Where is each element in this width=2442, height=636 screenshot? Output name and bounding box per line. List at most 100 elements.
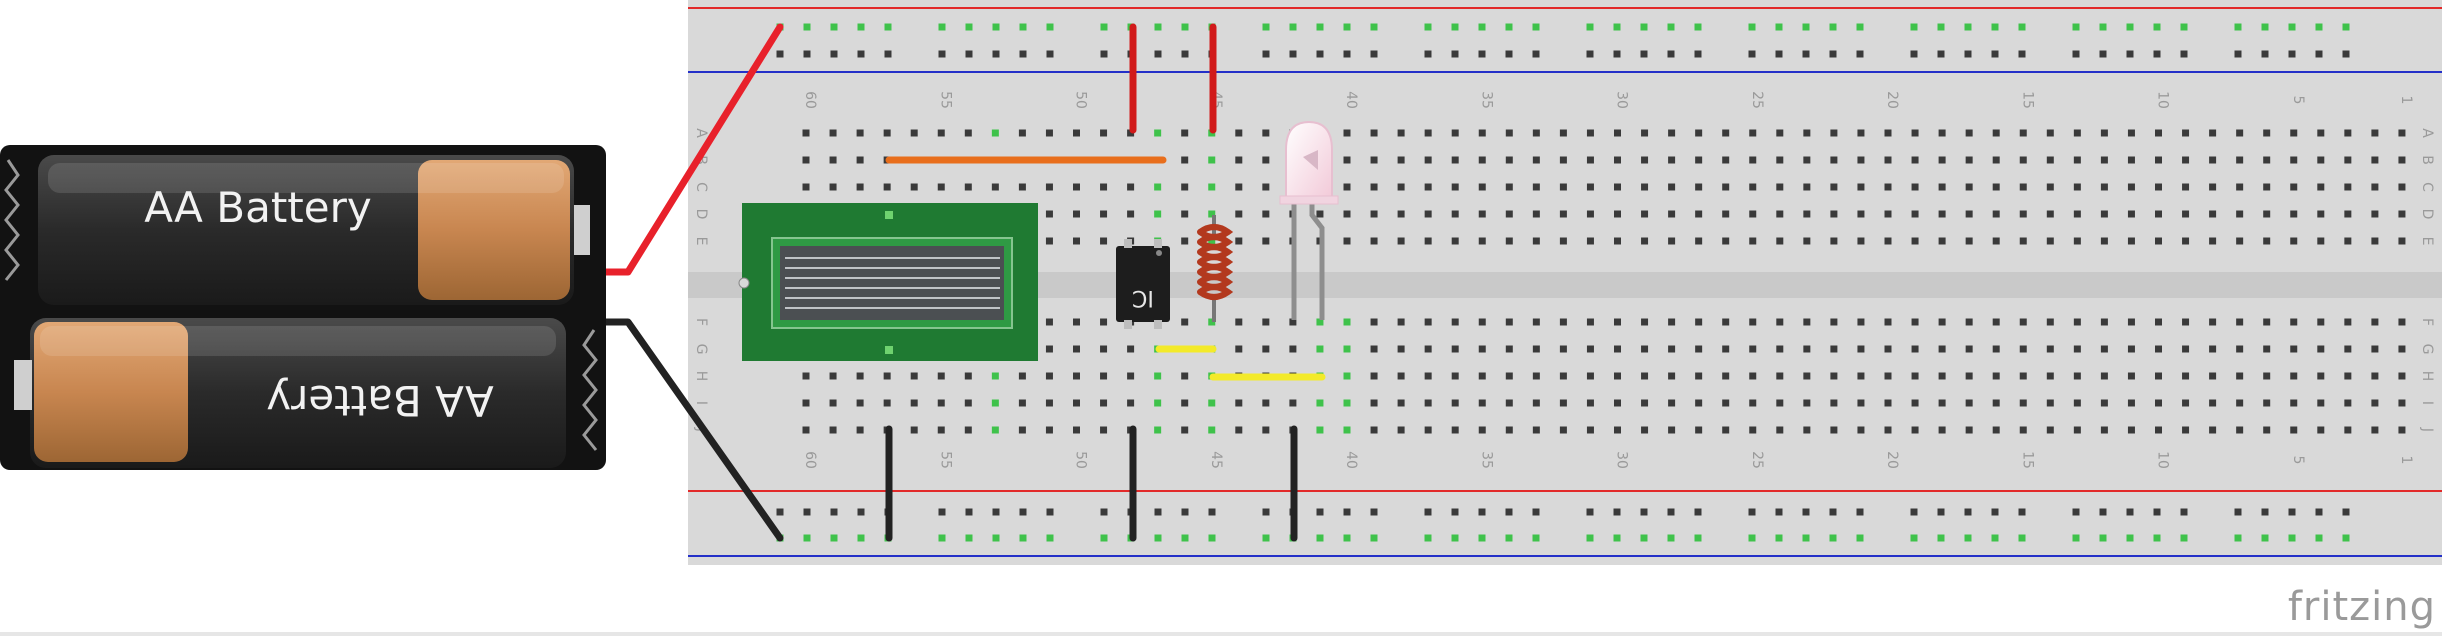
- breadboard-hole[interactable]: [1938, 318, 1946, 326]
- breadboard-hole[interactable]: [1370, 372, 1378, 380]
- breadboard-hole[interactable]: [2209, 210, 2217, 218]
- breadboard-hole[interactable]: [1532, 183, 1540, 191]
- breadboard-hole[interactable]: [2263, 156, 2271, 164]
- breadboard-hole[interactable]: [883, 372, 891, 380]
- breadboard-hole[interactable]: [2371, 426, 2379, 434]
- power-rail-hole[interactable]: [803, 23, 811, 31]
- breadboard-hole[interactable]: [1668, 210, 1676, 218]
- breadboard-hole[interactable]: [1370, 156, 1378, 164]
- inductor-coil[interactable]: [1197, 215, 1234, 322]
- breadboard-hole[interactable]: [1397, 210, 1405, 218]
- breadboard-hole[interactable]: [1722, 426, 1730, 434]
- breadboard-hole[interactable]: [2100, 237, 2108, 245]
- breadboard-hole[interactable]: [1803, 156, 1811, 164]
- breadboard-hole[interactable]: [1532, 426, 1540, 434]
- power-rail-hole[interactable]: [1505, 508, 1513, 516]
- breadboard-hole[interactable]: [1586, 210, 1594, 218]
- breadboard-hole[interactable]: [1614, 129, 1621, 137]
- breadboard-hole[interactable]: [1857, 183, 1865, 191]
- breadboard-hole[interactable]: [2100, 372, 2108, 380]
- breadboard-hole[interactable]: [1911, 372, 1919, 380]
- breadboard-hole[interactable]: [1424, 372, 1432, 380]
- breadboard-hole[interactable]: [2317, 426, 2325, 434]
- breadboard-hole[interactable]: [2046, 237, 2054, 245]
- breadboard-hole[interactable]: [1884, 318, 1892, 326]
- breadboard-hole[interactable]: [1884, 426, 1892, 434]
- breadboard-hole[interactable]: [1154, 372, 1162, 380]
- breadboard-hole[interactable]: [1911, 426, 1919, 434]
- breadboard-hole[interactable]: [2073, 237, 2081, 245]
- breadboard-hole[interactable]: [1127, 183, 1135, 191]
- breadboard-hole[interactable]: [991, 183, 999, 191]
- breadboard-hole[interactable]: [2263, 399, 2271, 407]
- breadboard-hole[interactable]: [2371, 372, 2379, 380]
- power-rail-hole[interactable]: [1802, 50, 1810, 58]
- breadboard-hole[interactable]: [2182, 210, 2190, 218]
- power-rail-hole[interactable]: [1856, 23, 1864, 31]
- breadboard-hole[interactable]: [1127, 210, 1135, 218]
- breadboard-hole[interactable]: [2263, 183, 2271, 191]
- breadboard-hole[interactable]: [1505, 129, 1513, 137]
- breadboard-hole[interactable]: [1559, 129, 1567, 137]
- breadboard-hole[interactable]: [1235, 318, 1243, 326]
- breadboard-hole[interactable]: [1559, 237, 1567, 245]
- breadboard-hole[interactable]: [1884, 156, 1892, 164]
- breadboard-hole[interactable]: [1505, 399, 1513, 407]
- breadboard-hole[interactable]: [829, 399, 837, 407]
- power-rail-hole[interactable]: [1343, 508, 1351, 516]
- power-rail-hole[interactable]: [803, 50, 811, 58]
- power-rail-hole[interactable]: [2099, 23, 2107, 31]
- breadboard-hole[interactable]: [1181, 399, 1189, 407]
- breadboard-hole[interactable]: [2344, 372, 2352, 380]
- breadboard-hole[interactable]: [1965, 129, 1973, 137]
- power-rail-hole[interactable]: [1532, 508, 1540, 516]
- breadboard-hole[interactable]: [1857, 156, 1865, 164]
- power-rail-hole[interactable]: [2072, 50, 2080, 58]
- breadboard-hole[interactable]: [2155, 372, 2162, 380]
- power-rail-hole[interactable]: [857, 23, 865, 31]
- breadboard-hole[interactable]: [1857, 210, 1865, 218]
- breadboard-hole[interactable]: [1073, 345, 1080, 353]
- breadboard-hole[interactable]: [2317, 345, 2325, 353]
- power-rail-hole[interactable]: [830, 50, 838, 58]
- power-rail-hole[interactable]: [2261, 50, 2269, 58]
- power-rail-hole[interactable]: [1424, 50, 1432, 58]
- breadboard-hole[interactable]: [1073, 426, 1080, 434]
- power-rail-hole[interactable]: [1910, 534, 1918, 542]
- breadboard-hole[interactable]: [1695, 372, 1703, 380]
- breadboard-hole[interactable]: [2371, 399, 2379, 407]
- breadboard-hole[interactable]: [1776, 237, 1784, 245]
- breadboard-hole[interactable]: [1614, 156, 1621, 164]
- power-rail-hole[interactable]: [1667, 508, 1675, 516]
- power-rail-hole[interactable]: [1802, 534, 1810, 542]
- breadboard-hole[interactable]: [1018, 399, 1026, 407]
- breadboard-hole[interactable]: [2317, 399, 2325, 407]
- power-rail-hole[interactable]: [2153, 50, 2161, 58]
- breadboard-hole[interactable]: [910, 372, 918, 380]
- breadboard-hole[interactable]: [1505, 237, 1513, 245]
- breadboard-hole[interactable]: [829, 156, 837, 164]
- breadboard-hole[interactable]: [802, 183, 810, 191]
- breadboard-hole[interactable]: [2209, 318, 2217, 326]
- power-rail-hole[interactable]: [1289, 23, 1297, 31]
- breadboard-hole[interactable]: [1100, 237, 1108, 245]
- breadboard-hole[interactable]: [2236, 318, 2244, 326]
- power-rail-hole[interactable]: [2342, 23, 2350, 31]
- power-rail-hole[interactable]: [1316, 50, 1324, 58]
- breadboard-hole[interactable]: [2263, 426, 2271, 434]
- power-rail-hole[interactable]: [1856, 508, 1864, 516]
- breadboard-hole[interactable]: [1073, 129, 1080, 137]
- power-rail-hole[interactable]: [1451, 50, 1459, 58]
- power-rail-hole[interactable]: [1802, 23, 1810, 31]
- breadboard-hole[interactable]: [1424, 318, 1432, 326]
- breadboard-hole[interactable]: [1262, 237, 1270, 245]
- breadboard-hole[interactable]: [1586, 399, 1594, 407]
- breadboard-hole[interactable]: [1749, 129, 1757, 137]
- breadboard-hole[interactable]: [1532, 372, 1540, 380]
- breadboard-hole[interactable]: [2182, 129, 2190, 137]
- power-rail-hole[interactable]: [1343, 23, 1351, 31]
- breadboard-hole[interactable]: [2046, 183, 2054, 191]
- breadboard-hole[interactable]: [1478, 210, 1486, 218]
- breadboard-hole[interactable]: [1424, 426, 1432, 434]
- breadboard-hole[interactable]: [2182, 345, 2190, 353]
